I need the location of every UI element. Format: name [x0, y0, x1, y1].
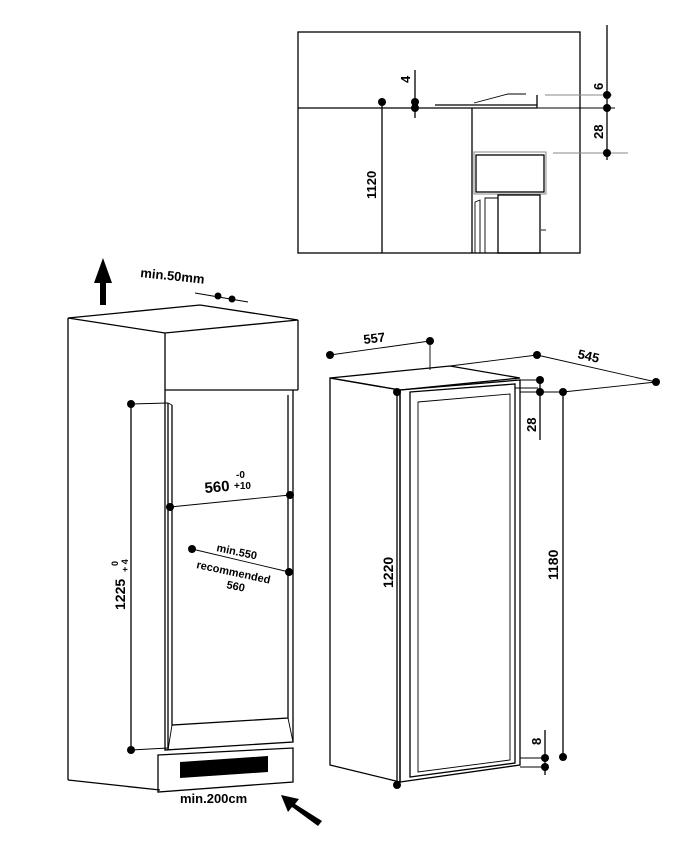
appliance-door: [409, 383, 516, 778]
ventilation-grille: [180, 756, 268, 778]
height-1220-label: 1220: [380, 557, 396, 588]
bottom-vent-label: min.200cm: [180, 791, 247, 806]
width-tol-top: -0: [236, 470, 245, 481]
height-1225-label: 1225: [112, 579, 128, 610]
dim-28-appliance-label: 28: [524, 418, 539, 432]
appliance: 557 545 28 1220 1180 8: [326, 329, 660, 789]
height-tol-bottom: + 4: [120, 559, 130, 572]
detail-frame: [297, 31, 581, 254]
width-557-label: 557: [363, 329, 386, 347]
up-arrow-icon: [94, 258, 112, 305]
dim-1120-label: 1120: [364, 171, 379, 199]
depth-545-label: 545: [576, 346, 601, 365]
airflow-arrow-icon: [281, 795, 322, 826]
top-clearance-label: min.50mm: [140, 265, 206, 287]
depth-recommended-value: 560: [225, 579, 245, 595]
height-tol-top: 0: [110, 561, 120, 566]
detail-inset: 4 6 28 1120: [297, 25, 628, 254]
dim-4-label: 4: [398, 75, 413, 83]
dim-28-label: 28: [591, 125, 606, 139]
niche-cabinet: min.50mm 560 -0 +10 min.550 recommended …: [67, 258, 322, 826]
dim-8-label: 8: [529, 738, 544, 745]
height-1180-label: 1180: [545, 549, 561, 580]
dim-6-label: 6: [591, 83, 606, 90]
width-560-label: 560: [204, 478, 230, 497]
width-tol-bottom: +10: [234, 481, 251, 492]
